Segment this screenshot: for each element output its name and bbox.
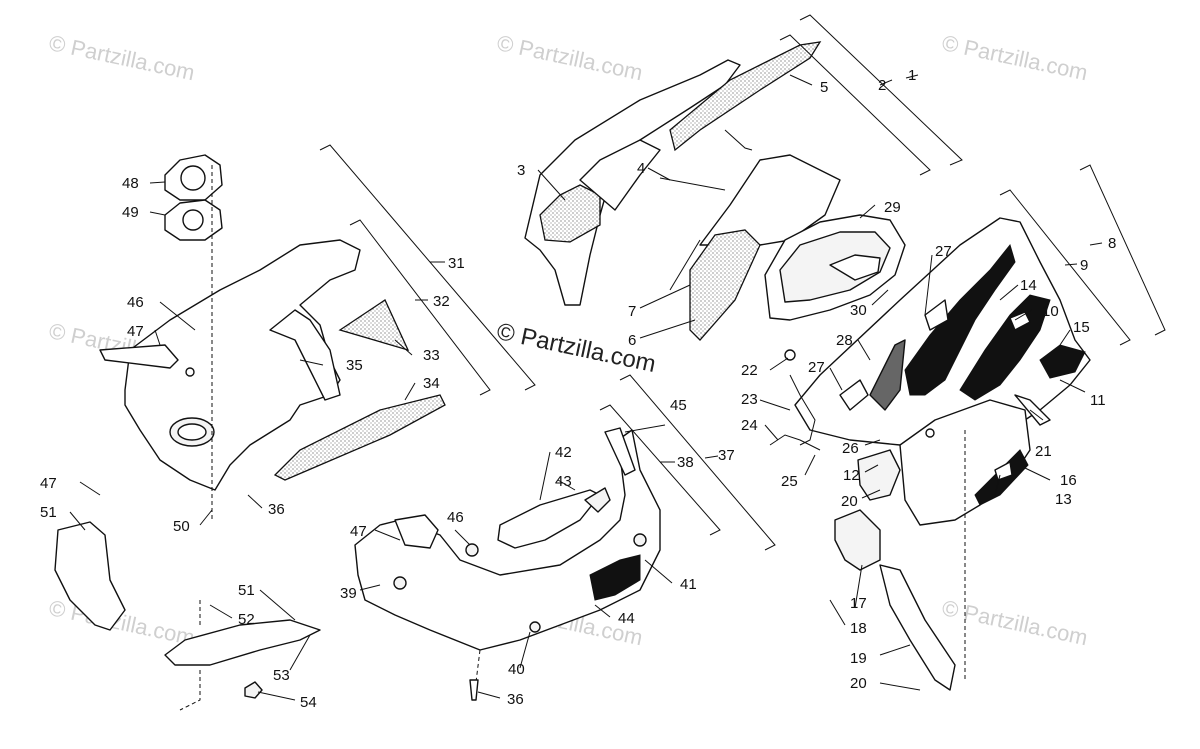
callout-52: 52 [238,611,255,628]
callout-20: 20 [850,675,867,692]
callout-54: 54 [300,694,317,711]
callout-43: 43 [555,473,572,490]
callout-47: 47 [350,523,367,540]
callout-25: 25 [781,473,798,490]
callout-9: 9 [1080,257,1088,274]
group-brackets [319,14,1166,551]
callout-33: 33 [423,347,440,364]
windshield-pad [539,184,601,243]
callout-2: 2 [878,77,886,94]
callout-13: 13 [1055,491,1072,508]
callout-14: 14 [1020,277,1037,294]
callout-44: 44 [618,610,635,627]
panel-graphic [904,243,1016,396]
nose-pan-assembly [354,427,661,701]
callout-10: 10 [1042,303,1059,320]
callout-7: 7 [628,303,636,320]
callout-12: 12 [843,467,860,484]
callout-45: 45 [670,397,687,414]
callout-20: 20 [841,493,858,510]
insulation-33 [338,299,410,352]
callout-41: 41 [680,576,697,593]
callout-51: 51 [40,504,57,521]
callout-35: 35 [346,357,363,374]
insulation-34 [273,394,446,481]
callout-47: 47 [40,475,57,492]
nose-pan [354,429,661,651]
callout-8: 8 [1108,235,1116,252]
callout-22: 22 [741,362,758,379]
mounting-bracket [834,509,881,571]
callout-27: 27 [808,359,825,376]
bumper-42 [497,489,601,549]
callout-6: 6 [628,332,636,349]
windshield-part [524,59,741,306]
callout-49: 49 [122,204,139,221]
callout-46: 46 [447,509,464,526]
callout-48: 48 [122,175,139,192]
callout-39: 39 [340,585,357,602]
nose-graphic [589,554,641,601]
callout-4: 4 [637,160,645,177]
clear-shield [699,154,841,246]
callout-38: 38 [677,454,694,471]
foam-pad [689,229,761,341]
callout-36: 36 [268,501,285,518]
callout-36: 36 [507,691,524,708]
callout-15: 15 [1073,319,1090,336]
callout-16: 16 [1060,472,1077,489]
mesh-vent [869,339,906,411]
windshield-inner [579,139,661,211]
callout-18: 18 [850,620,867,637]
callout-50: 50 [173,518,190,535]
callout-40: 40 [508,661,525,678]
callout-51: 51 [238,582,255,599]
callout-1: 1 [908,67,916,84]
callout-28: 28 [836,332,853,349]
callout-29: 29 [884,199,901,216]
side-pod-51 [54,521,126,631]
callout-24: 24 [741,417,758,434]
callout-27: 27 [935,243,952,260]
callout-23: 23 [741,391,758,408]
side-panel-assembly [769,217,1091,691]
belly-pan-assembly [99,154,446,491]
callout-34: 34 [423,375,440,392]
callout-30: 30 [850,302,867,319]
trim-strip [879,564,956,691]
callout-11: 11 [1090,392,1106,409]
callout-17: 17 [850,595,867,612]
callout-32: 32 [433,293,450,310]
callout-53: 53 [273,667,290,684]
panel-graphic [1039,344,1086,379]
callout-31: 31 [448,255,465,272]
callout-3: 3 [517,162,525,179]
callout-42: 42 [555,444,572,461]
callout-19: 19 [850,650,867,667]
callout-labels: 1 2 3 4 5 6 7 8 9 10 11 12 13 14 15 16 1… [40,67,1116,711]
callout-47: 47 [127,323,144,340]
callout-46: 46 [127,294,144,311]
callout-26: 26 [842,440,859,457]
callout-5: 5 [820,79,828,96]
windshield-assembly [524,41,906,341]
windshield-gasket [669,41,822,152]
leader-lines [69,74,1086,701]
callout-37: 37 [718,447,735,464]
callout-21: 21 [1035,443,1052,460]
